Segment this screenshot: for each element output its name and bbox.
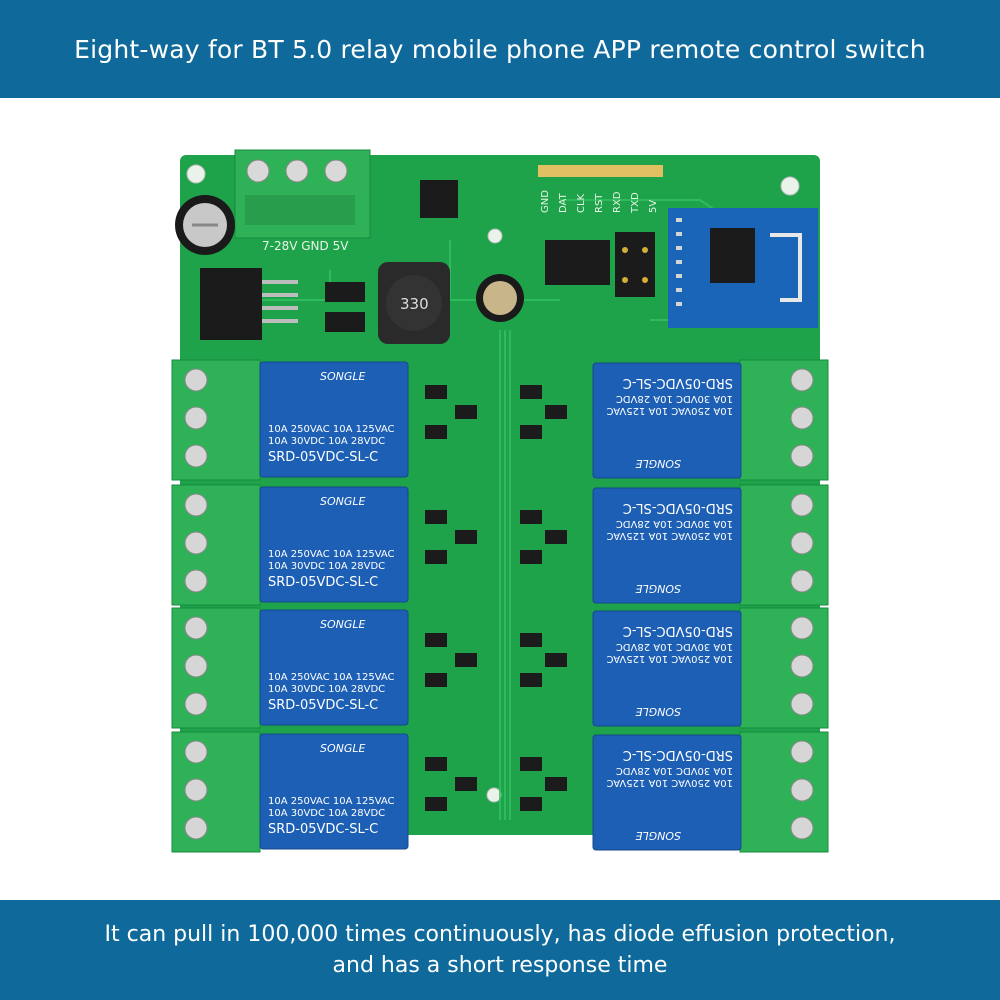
mounting-hole [780,176,800,196]
relay-model: SRD-05VDC-SL-C [268,450,378,465]
main-chip [545,240,610,285]
smd-component [455,653,477,667]
header-pin-label: 5V [648,200,659,213]
smd-component [520,797,542,811]
relay-model: SRD-05VDC-SL-C [268,575,378,590]
relay-model: SRD-05VDC-SL-C [623,375,733,390]
relay-model: SRD-05VDC-SL-C [268,822,378,837]
voltage-regulator [200,268,262,340]
relay-rating: 10A 250VAC 10A 125VAC [606,405,733,416]
relay-terminal-left [171,607,261,729]
smd-component [425,633,447,647]
smd-component [520,425,542,439]
header-pin-label: DAT [558,192,569,213]
relay-brand: SONGLE [320,370,366,383]
relay-rating: 10A 250VAC 10A 125VAC [606,653,733,664]
feature-line-1: It can pull in 100,000 times continuousl… [104,922,896,947]
relay-brand: SONGLE [320,742,366,755]
feature-line-2: and has a short response time [332,953,668,978]
smd-component [545,405,567,419]
relay-rating: 10A 250VAC 10A 125VAC [268,672,395,683]
smd-component [520,550,542,564]
header-pin-label: GND [540,190,551,213]
smd-component [545,653,567,667]
power-label: 7-28V GND 5V [262,239,349,253]
smd-component [455,777,477,791]
smd-component [545,777,567,791]
smd-component [545,530,567,544]
relay-rating: 10A 30VDC 10A 28VDC [616,641,733,652]
relay-rating: 10A 30VDC 10A 28VDC [268,808,385,819]
relay-terminal-right [739,731,829,853]
header-pin-label: TXD [630,192,641,214]
header-pin-label: CLK [576,193,587,213]
relay-brand: SONGLE [635,829,681,842]
smd-component [425,673,447,687]
relay-model: SRD-05VDC-SL-C [623,623,733,638]
smd-component [520,385,542,399]
relay-board-photo: 7-28V GND 5V 330 GND DAT CLK RST RXD TXD… [171,149,829,853]
inductor-label: 330 [400,295,429,313]
relay-terminal-left [171,484,261,606]
pin-header: GND DAT CLK RST RXD TXD 5V [538,165,663,214]
smd-component [425,425,447,439]
relay-rating: 10A 250VAC 10A 125VAC [268,424,395,435]
electrolytic-capacitor [175,195,235,255]
smd-component [520,757,542,771]
relay-rating: 10A 30VDC 10A 28VDC [268,436,385,447]
top-banner: Eight-way for BT 5.0 relay mobile phone … [0,0,1000,98]
relay-brand: SONGLE [320,618,366,631]
relay-model: SRD-05VDC-SL-C [623,500,733,515]
relay-rating: 10A 250VAC 10A 125VAC [606,530,733,541]
relay-model: SRD-05VDC-SL-C [623,747,733,762]
relay-terminal-right [739,607,829,729]
smd-component [425,510,447,524]
smd-component [455,530,477,544]
relay-brand: SONGLE [635,705,681,718]
smd-component [520,633,542,647]
smd-component [455,405,477,419]
smd-component [425,757,447,771]
smd-component [425,385,447,399]
power-terminal [234,149,371,239]
smd-component [520,673,542,687]
jumper [615,232,655,297]
relay-brand: SONGLE [320,495,366,508]
mounting-hole [486,787,502,803]
smd-component [425,550,447,564]
relay-terminal-right [739,359,829,481]
relay-rating: 10A 30VDC 10A 28VDC [268,561,385,572]
relay-rating: 10A 250VAC 10A 125VAC [268,796,395,807]
smd-component [520,510,542,524]
relay-rating: 10A 30VDC 10A 28VDC [616,765,733,776]
relay-rating: 10A 30VDC 10A 28VDC [268,684,385,695]
bluetooth-module [668,208,818,328]
mounting-hole [487,228,503,244]
relay-brand: SONGLE [635,582,681,595]
relay-model: SRD-05VDC-SL-C [268,698,378,713]
electrolytic-capacitor [476,274,524,322]
page-title: Eight-way for BT 5.0 relay mobile phone … [74,34,926,64]
header-pin-label: RST [594,193,605,213]
relay-rating: 10A 250VAC 10A 125VAC [268,549,395,560]
relay-rating: 10A 30VDC 10A 28VDC [616,393,733,404]
relay-rating: 10A 30VDC 10A 28VDC [616,518,733,529]
relay-terminal-left [171,359,261,481]
smd-component [425,797,447,811]
relay-terminal-right [739,484,829,606]
relay-brand: SONGLE [635,457,681,470]
relay-rating: 10A 250VAC 10A 125VAC [606,777,733,788]
header-pin-label: RXD [612,191,623,213]
mounting-hole [186,164,206,184]
bottom-banner: It can pull in 100,000 times continuousl… [0,900,1000,1000]
relay-terminal-left [171,731,261,853]
